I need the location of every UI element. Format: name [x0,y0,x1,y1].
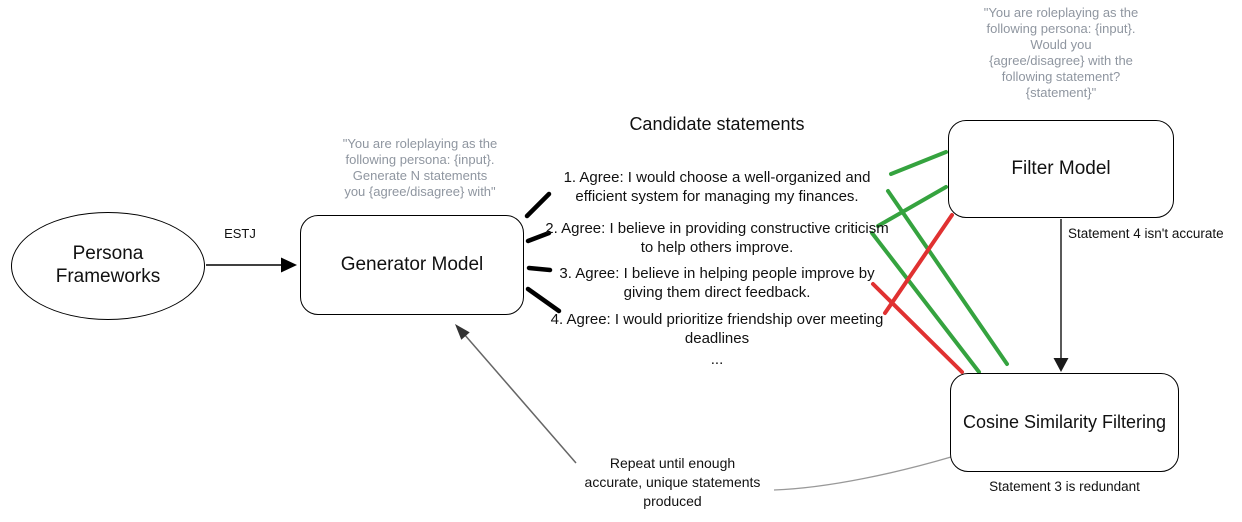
statement-item-2: 2. Agree: I believe in providing constru… [545,220,889,256]
statement-item-1: 1. Agree: I would choose a well-organize… [563,169,871,205]
cosine-similarity-node: Cosine Similarity Filtering [950,373,1179,472]
filter-model-node: Filter Model [948,120,1174,218]
repeat-loop-arrowhead-icon [455,324,470,340]
candidate-statements-title: Candidate statements [629,114,805,134]
statement1-to-filter-accept-line [889,150,948,176]
repeat-loop-note: Repeat until enough accurate, unique sta… [584,455,761,509]
persona-frameworks-node: Persona Frameworks [11,212,205,320]
estj-arrowhead-icon [281,257,297,273]
repeat-loop-arrow-line [463,333,577,464]
cosine-rejection-note: Statement 3 is redundant [989,479,1140,494]
statement-item-4: 4. Agree: I would prioritize friendship … [550,311,884,347]
generator-model-node: Generator Model [300,215,524,315]
statement3-to-cosine-reject-line [871,282,964,374]
filter-model-label: Filter Model [1011,157,1111,179]
filter-rejection-note: Statement 4 isn't accurate [1068,226,1224,241]
statements-ellipsis: ... [710,351,724,368]
generator-fan-stroke-1 [524,191,552,219]
generator-fan-stroke-2 [525,230,552,244]
filter-prompt-text: "You are roleplaying as the following pe… [983,5,1139,100]
filter-reject-statement4-line [883,213,954,315]
generator-model-label: Generator Model [340,253,484,275]
filter-to-cosine-arrowhead-icon [1053,358,1069,372]
persona-frameworks-label: Persona Frameworks [55,243,161,287]
statement2-to-filter-accept-line [876,185,948,228]
cosine-similarity-label: Cosine Similarity Filtering [962,411,1167,432]
generator-fan-stroke-3 [526,265,553,273]
generator-prompt-text: "You are roleplaying as the following pe… [342,136,498,199]
statement2-to-cosine-accept-line [870,231,981,374]
estj-edge-label: ESTJ [224,226,256,241]
generator-fan-stroke-4 [525,286,562,314]
cosine-to-repeat-note-line [773,456,952,491]
statement-item-3: 3. Agree: I believe in helping people im… [559,265,875,301]
statement1-to-cosine-accept-line [886,189,1009,366]
